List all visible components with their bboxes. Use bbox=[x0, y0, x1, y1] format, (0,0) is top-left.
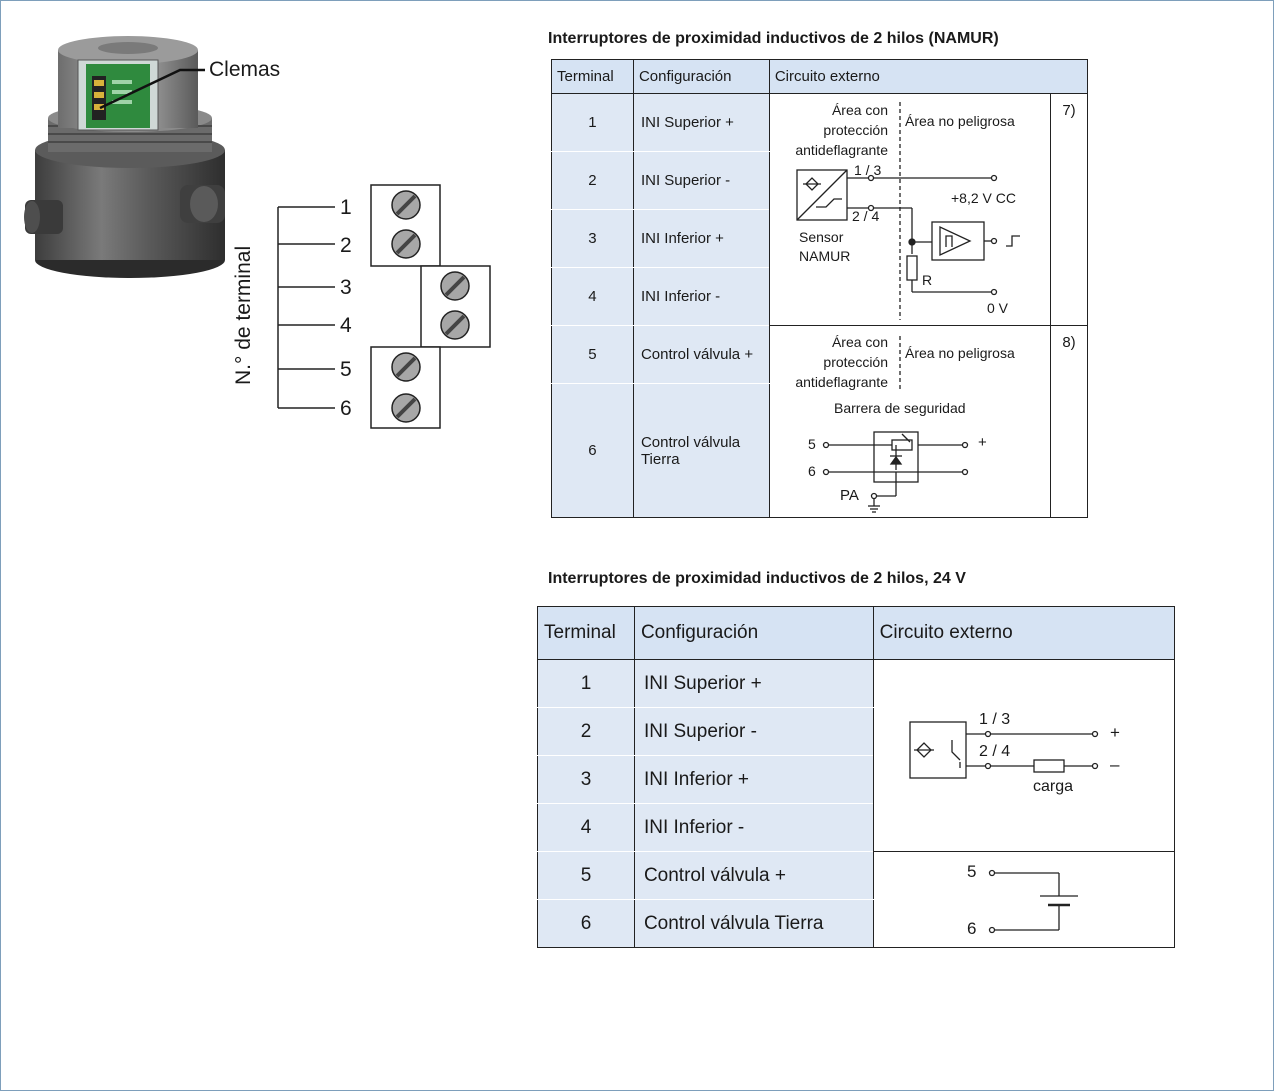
namur-row: 5 Control válvula + 8) bbox=[551, 325, 1088, 518]
terminal-number-6: 6 bbox=[340, 397, 352, 420]
namur-c1-pin-b: 2 / 4 bbox=[852, 208, 880, 224]
namur-note-8: 8) bbox=[1050, 325, 1088, 518]
v24-row: 3 INI Inferior + bbox=[537, 755, 1175, 804]
namur-cell-config: Control válvula Tierra bbox=[632, 383, 770, 518]
v24-cell-terminal: 6 bbox=[537, 899, 635, 948]
v24-cell-config: INI Inferior + bbox=[633, 755, 874, 804]
namur-ini-circuit-diagram bbox=[796, 102, 1020, 320]
v24-c1-plus: + bbox=[1110, 723, 1120, 742]
v24-c2-pin-6: 6 bbox=[967, 919, 977, 938]
v24-cell-config: INI Inferior - bbox=[633, 803, 874, 852]
namur-row: 3 INI Inferior + bbox=[551, 209, 1088, 268]
namur-c1-sensor-line: Sensor bbox=[799, 229, 844, 245]
terminal-block-diagram bbox=[277, 184, 491, 429]
positioner-device-illustration bbox=[24, 36, 225, 278]
namur-header-circuito: Circuito externo bbox=[768, 59, 1089, 94]
namur-c2-area-protected-line: Área con bbox=[831, 334, 888, 350]
namur-c2-area-protected-line: antideflagrante bbox=[795, 374, 888, 390]
namur-c2-pin-5: 5 bbox=[808, 436, 816, 452]
namur-c1-area-protected-line: protección bbox=[823, 122, 888, 138]
namur-c1-area-protected-line: antideflagrante bbox=[795, 142, 888, 158]
namur-c2-plus: + bbox=[978, 434, 987, 451]
v24-header-terminal: Terminal bbox=[537, 606, 635, 660]
namur-c1-resistor-label: R bbox=[922, 272, 933, 288]
namur-header-configuracion: Configuración bbox=[632, 59, 770, 94]
namur-cell-config: INI Superior + bbox=[632, 93, 770, 152]
v24-circuit-valve bbox=[872, 851, 1176, 948]
namur-cell-config: INI Superior - bbox=[632, 151, 770, 210]
namur-cell-terminal: 5 bbox=[551, 325, 634, 384]
namur-c2-area-safe: Área no peligrosa bbox=[905, 345, 1015, 361]
v24-header-circuito: Circuito externo bbox=[872, 606, 1176, 660]
namur-c2-area-protected: Área con protección antideflagrante bbox=[780, 332, 888, 392]
namur-c1-ground-label: 0 V bbox=[987, 300, 1009, 316]
v24-header-configuracion: Configuración bbox=[633, 606, 874, 660]
v24-cell-terminal: 2 bbox=[537, 707, 635, 756]
v24-cell-config: INI Superior - bbox=[633, 707, 874, 756]
v24-ini-circuit-diagram bbox=[909, 721, 1099, 779]
v24-cell-terminal: 4 bbox=[537, 803, 635, 852]
namur-c1-area-protected: Área con protección antideflagrante bbox=[780, 100, 888, 160]
terminal-number-4: 4 bbox=[340, 314, 352, 337]
v24-c1-minus: – bbox=[1110, 755, 1120, 774]
terminal-number-3: 3 bbox=[340, 276, 352, 299]
namur-circuit-valve bbox=[768, 325, 1052, 518]
namur-cell-terminal: 3 bbox=[551, 209, 634, 268]
namur-circuit-ini bbox=[768, 93, 1052, 326]
namur-cell-config: INI Inferior - bbox=[632, 267, 770, 326]
v24-c2-pin-5: 5 bbox=[967, 862, 977, 881]
v24-cell-config: INI Superior + bbox=[633, 659, 874, 708]
namur-c2-pa: PA bbox=[840, 487, 859, 504]
v24-cell-terminal: 1 bbox=[537, 659, 635, 708]
v24-row: 6 Control válvula Tierra bbox=[537, 899, 1175, 948]
terminal-axis-label: N.° de terminal bbox=[232, 245, 255, 385]
v24-cell-terminal: 3 bbox=[537, 755, 635, 804]
namur-cell-terminal: 2 bbox=[551, 151, 634, 210]
namur-row: 2 INI Superior - bbox=[551, 151, 1088, 210]
namur-c1-sensor-label: Sensor NAMUR bbox=[799, 228, 850, 266]
v24-cell-config: Control válvula Tierra bbox=[633, 899, 874, 948]
namur-valve-circuit-diagram bbox=[822, 336, 969, 513]
v24-c1-pin-b: 2 / 4 bbox=[979, 743, 1011, 760]
namur-terminal-table: Terminal Configuración Circuito externo … bbox=[551, 59, 1089, 518]
v24-cell-terminal: 5 bbox=[537, 851, 635, 900]
v24-c1-load: carga bbox=[1033, 778, 1074, 795]
terminal-number-2: 2 bbox=[340, 234, 352, 257]
v24-row: 1 INI Superior + bbox=[537, 659, 1176, 852]
v24-table-title: Interruptores de proximidad inductivos d… bbox=[548, 570, 966, 587]
namur-c2-area-protected-line: protección bbox=[823, 354, 888, 370]
namur-header-terminal: Terminal bbox=[551, 59, 634, 94]
namur-c1-area-protected-line: Área con bbox=[831, 102, 888, 118]
v24-row: 5 Control válvula + bbox=[537, 851, 1176, 948]
namur-note-7: 7) bbox=[1050, 93, 1088, 326]
namur-cell-config: INI Inferior + bbox=[632, 209, 770, 268]
terminal-number-1: 1 bbox=[340, 196, 352, 219]
namur-row: 1 INI Superior + 7) bbox=[551, 93, 1088, 326]
namur-c1-sensor-line: NAMUR bbox=[799, 248, 851, 264]
namur-c1-area-safe: Área no peligrosa bbox=[905, 113, 1015, 129]
namur-row: 4 INI Inferior - bbox=[551, 267, 1088, 326]
namur-cell-terminal: 1 bbox=[551, 93, 634, 152]
namur-c2-barrier-label: Barrera de seguridad bbox=[834, 400, 966, 416]
namur-c1-supply: +8,2 V CC bbox=[951, 190, 1016, 206]
v24-row: 4 INI Inferior - bbox=[537, 803, 1175, 852]
namur-cell-config: Control válvula + bbox=[632, 325, 770, 384]
v24-c1-pin-a: 1 / 3 bbox=[979, 711, 1011, 728]
namur-cell-terminal: 6 bbox=[551, 383, 634, 518]
clemas-label: Clemas bbox=[209, 58, 281, 81]
namur-c2-pin-6: 6 bbox=[808, 463, 816, 479]
namur-table-title: Interruptores de proximidad inductivos d… bbox=[548, 30, 999, 47]
namur-row: 6 Control válvula Tierra bbox=[551, 383, 1088, 518]
namur-c1-pin-a: 1 / 3 bbox=[854, 162, 882, 178]
v24-valve-circuit-diagram bbox=[988, 869, 1078, 934]
v24-cell-config: Control válvula + bbox=[633, 851, 874, 900]
namur-cell-terminal: 4 bbox=[551, 267, 634, 326]
terminal-number-5: 5 bbox=[340, 358, 352, 381]
